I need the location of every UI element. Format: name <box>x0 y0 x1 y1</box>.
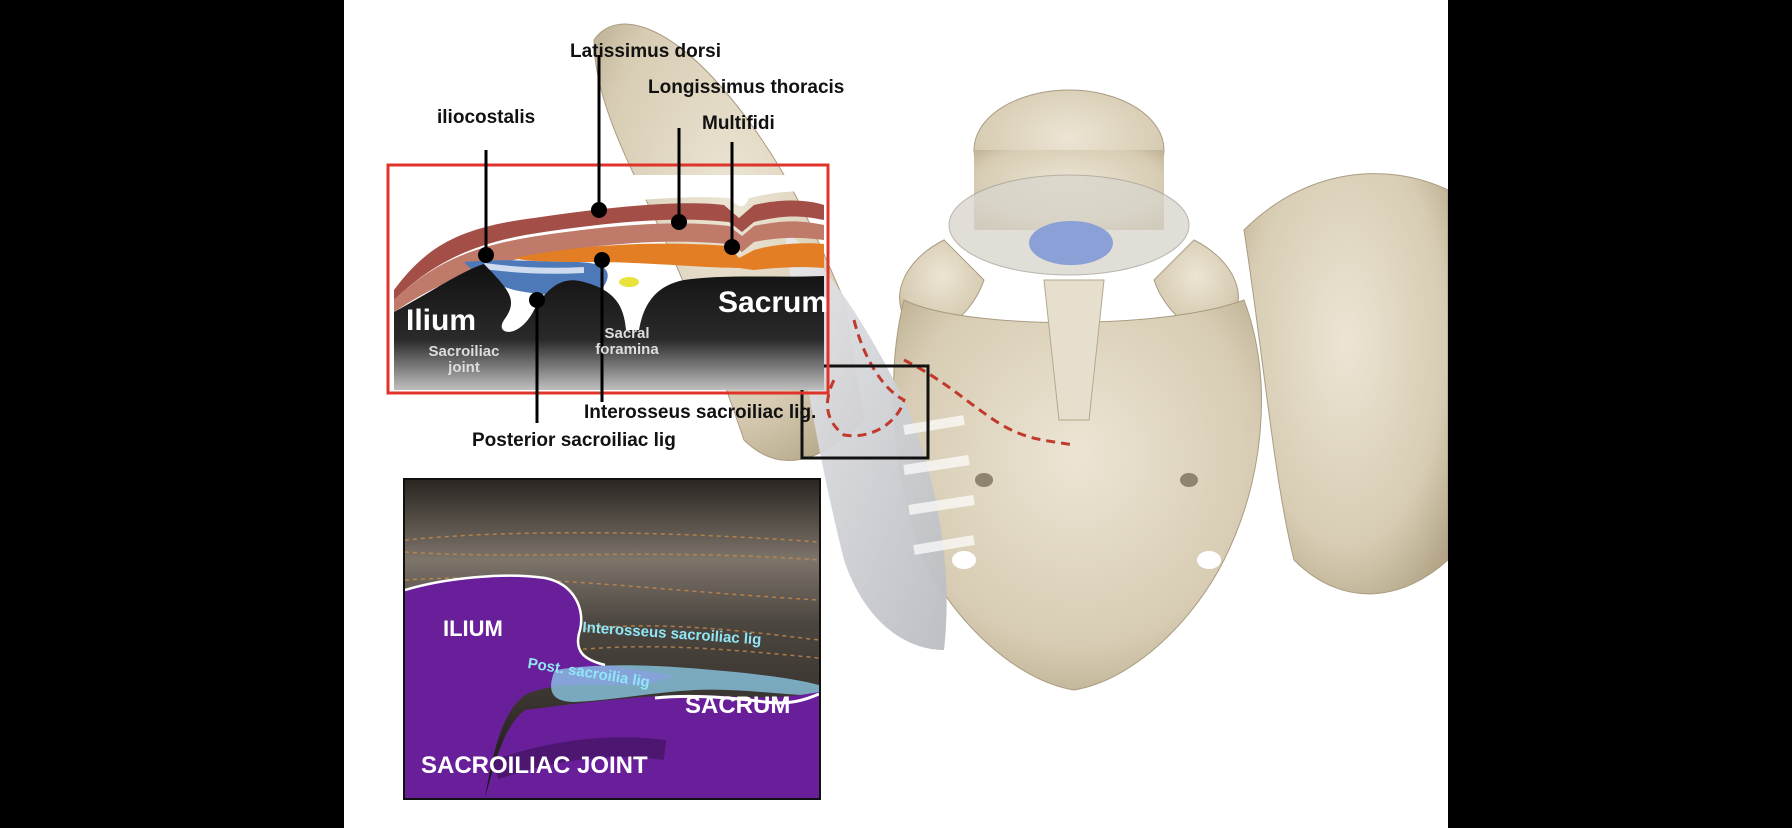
label-longissimus-thoracis: Longissimus thoracis <box>648 77 845 98</box>
us-label-sacroiliac-joint: SACROILIAC JOINT <box>421 752 648 779</box>
dashed-joint-line <box>825 319 1075 447</box>
cross-section-diagram <box>386 55 830 423</box>
label-posterior-lig: Posterior sacroiliac lig <box>472 430 676 451</box>
us-label-ilium: ILIUM <box>443 616 503 641</box>
longissimus-layer <box>394 221 824 312</box>
label-multifidi: Multifidi <box>702 113 775 134</box>
ultrasound-panel: ILIUM SACRUM Interosseus sacroiliac lig … <box>403 478 821 800</box>
bone-section <box>394 264 824 390</box>
probe-position-box <box>800 364 930 460</box>
label-latissimus-dorsi: Latissimus dorsi <box>570 41 721 62</box>
label-iliocostalis: iliocostalis <box>437 107 536 128</box>
latissimus-layer <box>394 200 824 300</box>
us-sacrum-bone <box>485 692 819 798</box>
cross-section-box <box>386 163 830 395</box>
us-label-sacrum: SACRUM <box>685 692 791 719</box>
region-ilium: Ilium <box>406 304 477 337</box>
slide: Latissimus dorsi Longissimus thoracis il… <box>344 0 1448 828</box>
iliac-wing-right <box>1243 173 1448 595</box>
sacroiliac-ligament-3d <box>784 230 947 650</box>
us-ilium-bone <box>405 575 675 798</box>
label-interosseus-lig: Interosseus sacroiliac lig. <box>584 402 817 423</box>
spinal-canal <box>1029 221 1113 265</box>
ultrasound-image <box>405 480 819 798</box>
multifidi-layer <box>514 243 824 270</box>
us-ligament <box>551 665 819 702</box>
pelvis-3d-illustration <box>593 23 1448 691</box>
region-sacrum: Sacrum <box>718 286 829 319</box>
